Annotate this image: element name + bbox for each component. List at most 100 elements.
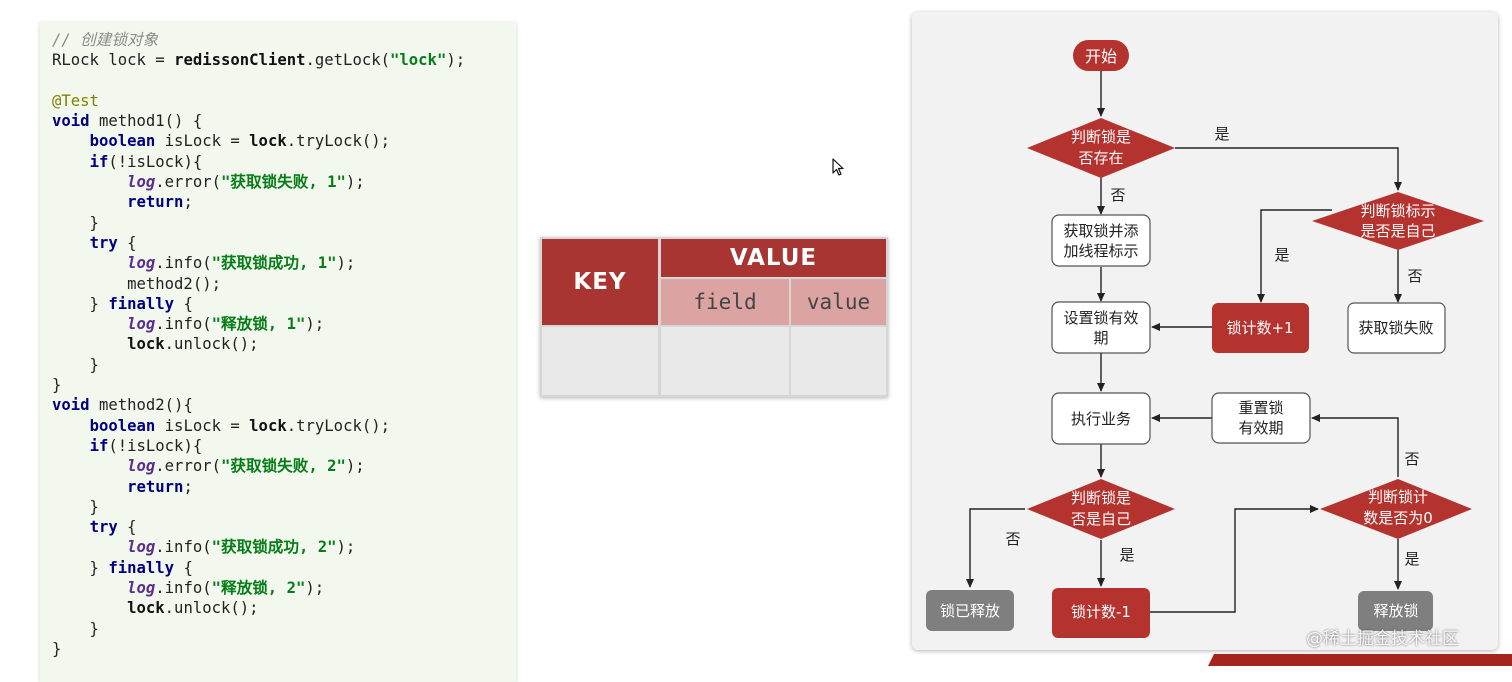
code-token: boolean	[89, 132, 156, 151]
code-line: // 创建锁对象	[52, 30, 516, 50]
code-line: lock.unlock();	[52, 334, 516, 354]
code-token: );	[345, 457, 365, 476]
code-token: method1() {	[89, 112, 203, 131]
code-line: }	[52, 355, 516, 375]
code-token: }	[52, 376, 62, 395]
code-token: log	[127, 538, 156, 557]
code-token: .info(	[155, 254, 212, 273]
code-line: RLock lock = redissonClient.getLock("loc…	[52, 50, 516, 70]
value-subheader: value	[791, 279, 886, 325]
code-token: ;	[183, 193, 193, 212]
code-line: if(!isLock){	[52, 152, 516, 172]
decision-owner-line2: 是否是自己	[1360, 222, 1435, 240]
label-no: 否	[1407, 267, 1422, 285]
code-token: method2(){	[89, 396, 193, 415]
code-token	[52, 599, 127, 617]
code-line: log.error("获取锁失败, 1");	[52, 172, 516, 192]
label-yes: 是	[1274, 246, 1289, 264]
code-token: {	[174, 558, 193, 577]
code-token: // 创建锁对象	[52, 31, 159, 49]
code-line	[52, 71, 516, 91]
code-line: method2();	[52, 274, 516, 294]
flow-connectors	[966, 71, 1402, 613]
code-token: boolean	[89, 416, 156, 435]
code-token: .info(	[155, 538, 212, 557]
key-header: KEY	[542, 239, 658, 325]
code-token: log	[127, 457, 156, 476]
code-token: }	[52, 558, 109, 577]
acquire-lock-node: 获取锁并添 加线程标示	[1051, 214, 1151, 267]
code-token	[52, 335, 127, 353]
decision-is-self-line2: 否是自己	[1071, 510, 1131, 528]
acquire-lock-line1: 获取锁并添	[1063, 222, 1138, 240]
code-line: boolean isLock = lock.tryLock();	[52, 416, 516, 436]
code-token: }	[52, 497, 99, 516]
code-token: lock	[127, 599, 165, 618]
code-token: @Test	[52, 91, 99, 110]
code-token: );	[345, 173, 365, 192]
count-minus-node: 锁计数-1	[1052, 588, 1150, 638]
code-token: isLock =	[155, 132, 250, 151]
reentrant-lock-flowchart: 开始 判断锁是 否存在 是 否 获取锁并添 加线程标示 判断锁标示 是否是自己 …	[912, 12, 1498, 650]
label-yes: 是	[1119, 546, 1134, 564]
label-no: 否	[1110, 186, 1125, 204]
decision-count-zero-line1: 判断锁计	[1368, 488, 1428, 506]
code-line: lock.unlock();	[52, 598, 516, 618]
code-token: {	[174, 294, 193, 313]
set-expire-node: 设置锁有效 期	[1051, 301, 1151, 354]
code-line: }	[52, 213, 516, 233]
code-line: try {	[52, 517, 516, 537]
start-node: 开始	[1073, 40, 1129, 71]
decision-is-self-line1: 判断锁是	[1071, 489, 1131, 507]
acquire-lock-line2: 加线程标示	[1063, 242, 1138, 260]
value-cell	[791, 327, 886, 395]
code-token: );	[305, 315, 325, 334]
code-token: );	[446, 51, 466, 70]
label-yes: 是	[1404, 550, 1419, 568]
decision-is-self: 判断锁是 否是自己	[1027, 479, 1175, 539]
code-line: log.error("获取锁失败, 2");	[52, 456, 516, 476]
count-plus-node: 锁计数+1	[1212, 303, 1309, 353]
code-token: void	[52, 396, 90, 415]
code-token: method2();	[52, 274, 221, 293]
decision-owner-line1: 判断锁标示	[1360, 202, 1435, 220]
flowchart-canvas: 开始 判断锁是 否存在 是 否 获取锁并添 加线程标示 判断锁标示 是否是自己 …	[926, 40, 1484, 638]
field-header: field	[661, 279, 789, 325]
decision-count-zero-line2: 数是否为0	[1363, 509, 1433, 527]
code-token: log	[127, 579, 156, 598]
code-token: .info(	[155, 315, 212, 334]
lock-released-label: 锁已释放	[940, 602, 1000, 620]
code-token: );	[305, 579, 325, 598]
release-lock-node: 释放锁	[1358, 591, 1433, 631]
count-minus-label: 锁计数-1	[1071, 603, 1131, 621]
code-line: log.info("释放锁, 1");	[52, 314, 516, 334]
code-token	[52, 417, 90, 435]
code-line: }	[52, 497, 516, 517]
code-line: if(!isLock){	[52, 436, 516, 456]
code-token: log	[127, 254, 156, 273]
code-token: finally	[108, 558, 175, 577]
code-line: log.info("获取锁成功, 2");	[52, 537, 516, 557]
decision-lock-exists-line2: 否存在	[1078, 149, 1123, 167]
code-token: .info(	[155, 579, 212, 598]
code-line: void method2(){	[52, 395, 516, 415]
code-line: }	[52, 619, 516, 639]
reset-expire-line1: 重置锁	[1238, 399, 1283, 417]
code-token: void	[52, 112, 90, 131]
label-yes: 是	[1214, 125, 1229, 143]
code-token: );	[336, 254, 356, 273]
code-token: "释放锁, 2"	[211, 579, 306, 598]
code-token: "lock"	[390, 51, 447, 70]
code-token: "获取锁成功, 1"	[211, 254, 337, 273]
code-token: try	[89, 518, 118, 537]
code-token: (!isLock){	[108, 436, 203, 455]
decision-lock-exists: 判断锁是 否存在	[1027, 118, 1175, 178]
code-token: if	[89, 152, 109, 171]
reset-expire-node: 重置锁 有效期	[1211, 392, 1311, 444]
code-token: lock	[127, 335, 165, 354]
code-line: @Test	[52, 91, 516, 111]
count-plus-label: 锁计数+1	[1226, 319, 1293, 337]
code-token: try	[89, 233, 118, 252]
code-token: (!isLock){	[108, 152, 203, 171]
code-token: );	[336, 538, 356, 557]
